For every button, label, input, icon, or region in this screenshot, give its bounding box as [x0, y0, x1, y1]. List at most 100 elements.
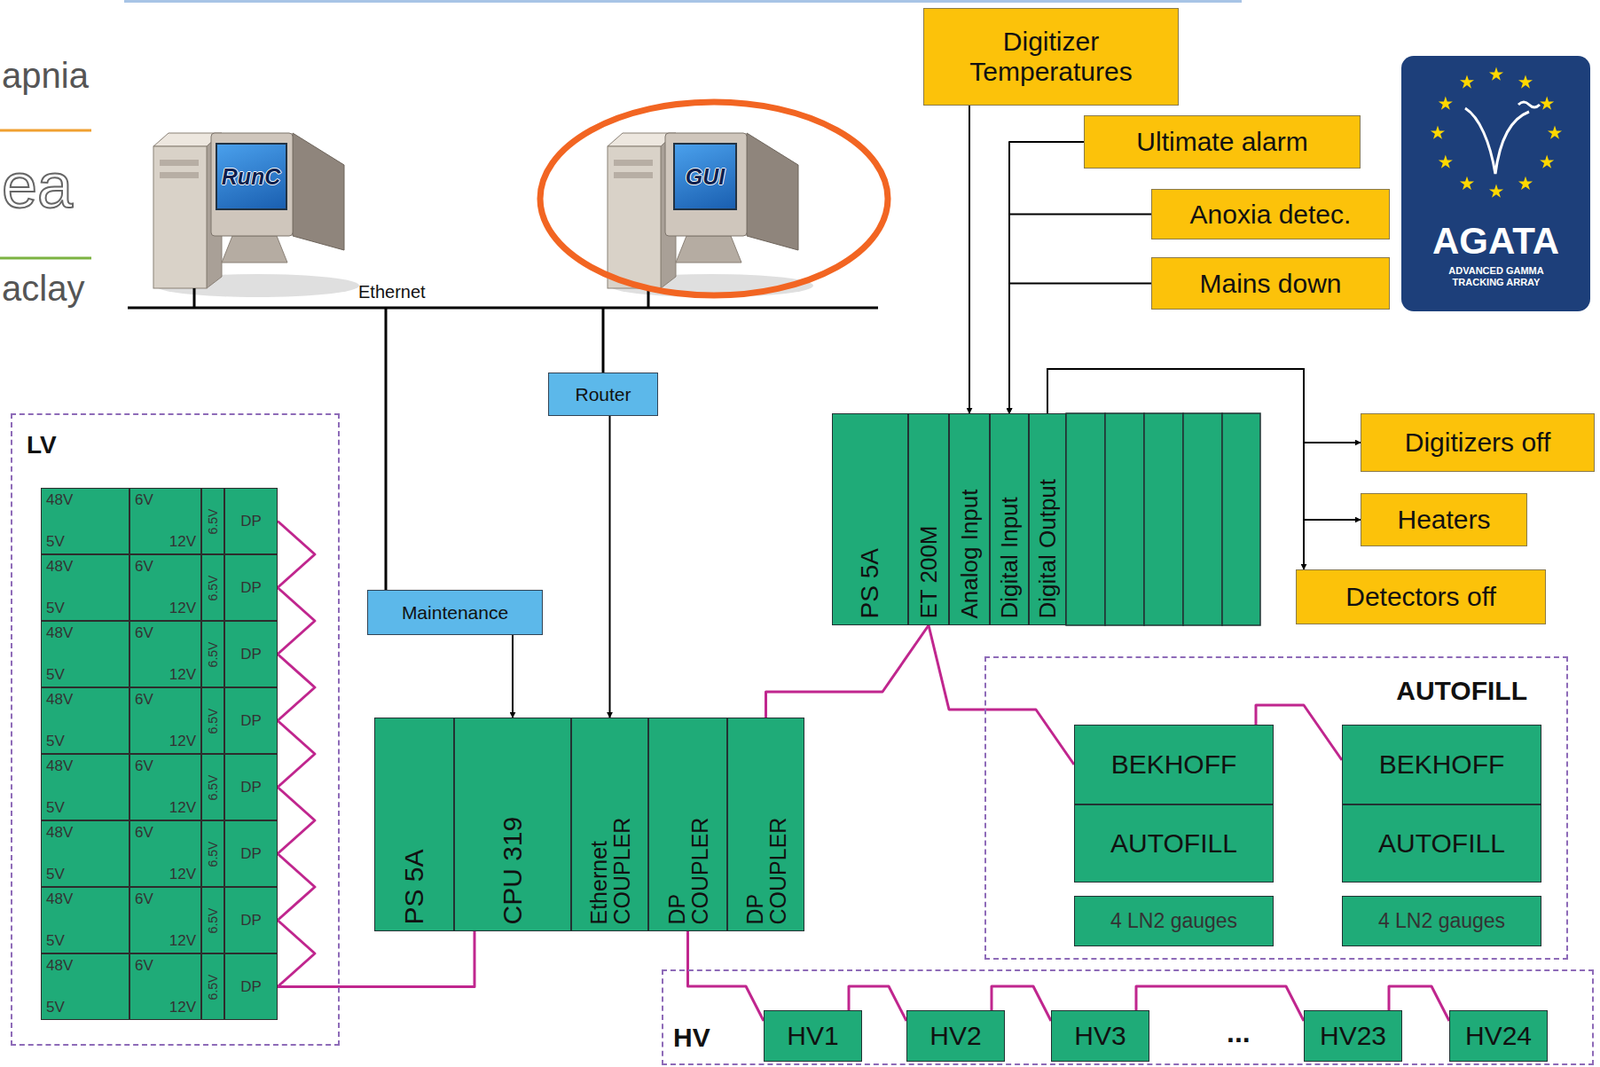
computer: [153, 133, 360, 298]
node-text: 5V: [46, 732, 65, 751]
lv-module-cell: DP: [224, 687, 278, 754]
node-text: 5V: [46, 666, 65, 684]
signal-box: Detectors off: [1295, 569, 1546, 625]
lv-module-cell: 48V5V: [40, 820, 130, 887]
profibus-link: [277, 721, 315, 788]
lv-module-cell: 6V12V: [129, 953, 202, 1020]
node-text: Digitizers off: [1404, 427, 1552, 458]
rack-module: Digital Input: [989, 413, 1029, 626]
agata-logo: [1401, 55, 1591, 312]
node-text: Router: [574, 384, 631, 406]
node-text: BEKHOFF: [1379, 749, 1506, 780]
rack-module: DP COUPLER: [727, 717, 805, 932]
lv-module-cell: 6V 12V: [129, 554, 202, 621]
profibus-link: [688, 931, 765, 1021]
signal-box: Heaters: [1360, 493, 1528, 547]
node-text: HV2: [929, 1020, 981, 1051]
node-text: 48V: [46, 956, 73, 975]
ethernet-drop: [193, 288, 197, 308]
lv-module-cell: 6V12V: [129, 820, 202, 887]
rack-module: Analog Input: [949, 413, 990, 626]
node-text: 6V: [134, 823, 154, 842]
node-text: ET 200M: [917, 420, 942, 619]
node-text: 48V: [46, 890, 73, 909]
empty-slot: [1105, 413, 1145, 626]
logo-star: [1438, 155, 1453, 169]
node-text: 6.5V: [206, 694, 220, 747]
node-text: Analog Input: [957, 420, 982, 619]
logo-text: ADVANCED GAMMA TRACKING ARRAY: [1429, 265, 1563, 288]
node-text: DP: [240, 579, 262, 597]
rack-module: CPU 319: [454, 717, 572, 932]
group-frame: LV48V5V6V12V6.5VDP48V5V6V12V6.5VDP48V5V6…: [10, 413, 340, 1046]
node-text: 4 LN2 gauges: [1110, 909, 1238, 934]
node-text: GUI: [685, 164, 725, 190]
logo-star: [1539, 96, 1554, 110]
logo-star: [1459, 74, 1475, 88]
node-text: 6.5V: [206, 827, 220, 880]
ethernet-bus: [127, 306, 879, 310]
profibus-link: [277, 854, 315, 921]
node-text: BEKHOFF: [1111, 749, 1238, 780]
module-box: BEKHOFF: [1074, 724, 1274, 805]
node-text: 6V: [134, 757, 154, 776]
node-text: 12V: [169, 666, 197, 684]
logo-text: AGATA: [1401, 219, 1591, 263]
lv-module-cell: 6V12V: [129, 620, 202, 688]
lv-module-cell: 6.5V: [201, 820, 225, 887]
node-text: DP: [240, 778, 262, 797]
profibus-link: [277, 787, 315, 855]
node-text: DP COUPLER: [743, 724, 789, 925]
node-text: 5V: [46, 599, 65, 618]
signal-arrow: [1047, 368, 1304, 570]
signal-arrow: [609, 415, 612, 718]
lv-module-cell: 6.5V: [201, 687, 225, 754]
module-box: BEKHOFF: [1341, 724, 1542, 805]
node-text: Maintenance: [401, 602, 509, 624]
group-heading: AUTOFILL: [1396, 675, 1528, 706]
lv-module-cell: 48V 5V: [40, 554, 130, 621]
signal-box: Ultimate alarm: [1083, 115, 1361, 169]
ethernet-drop: [384, 307, 388, 590]
computer: [607, 133, 814, 298]
rack-module: ET 200M: [908, 413, 950, 626]
lv-module-cell: 6.5V: [201, 753, 225, 821]
node-text: PS 5A: [857, 420, 884, 619]
lv-module-cell: 6.5V: [201, 953, 225, 1020]
node-text: 48V: [46, 491, 73, 510]
node-text: 6.5V: [206, 760, 220, 814]
rack-module: DP COUPLER: [648, 717, 728, 932]
lv-module-cell: DP: [224, 820, 278, 887]
node-text: 5V: [46, 932, 65, 950]
node-text: 6.5V: [206, 494, 220, 548]
logo-star: [1518, 74, 1533, 88]
lv-module-cell: 6.5V: [201, 487, 225, 555]
logo-text: apnia: [1, 54, 89, 96]
signal-arrow: [968, 105, 971, 414]
logo-star: [1438, 96, 1453, 110]
signal-arrow: [1009, 214, 1152, 415]
ellipsis: ...: [1226, 1016, 1251, 1050]
node-text: RunC: [221, 164, 282, 190]
lv-module-cell: DP: [224, 753, 278, 821]
lv-module-cell: DP: [224, 953, 278, 1020]
node-text: 48V: [46, 690, 73, 709]
node-text: HV1: [786, 1020, 839, 1051]
node-text: 48V: [46, 757, 73, 776]
node-text: Heaters: [1396, 504, 1491, 535]
node-text: 6V: [134, 557, 154, 576]
node-text: 12V: [169, 599, 197, 618]
node-text: DP: [240, 978, 262, 997]
rack-module: PS 5A: [374, 717, 455, 932]
node-text: 48V: [46, 557, 73, 576]
logo-text: aclay: [1, 267, 85, 309]
gauge-box: 4 LN2 gauges: [1341, 895, 1542, 947]
profibus-link: [277, 920, 315, 988]
logo-star: [1459, 176, 1475, 190]
node-text: 12V: [169, 932, 197, 950]
module-box: HV3: [1050, 1010, 1150, 1062]
node-text: 4 LN2 gauges: [1378, 909, 1506, 934]
node-text: 6.5V: [206, 561, 220, 614]
profibus-link: [277, 588, 315, 655]
